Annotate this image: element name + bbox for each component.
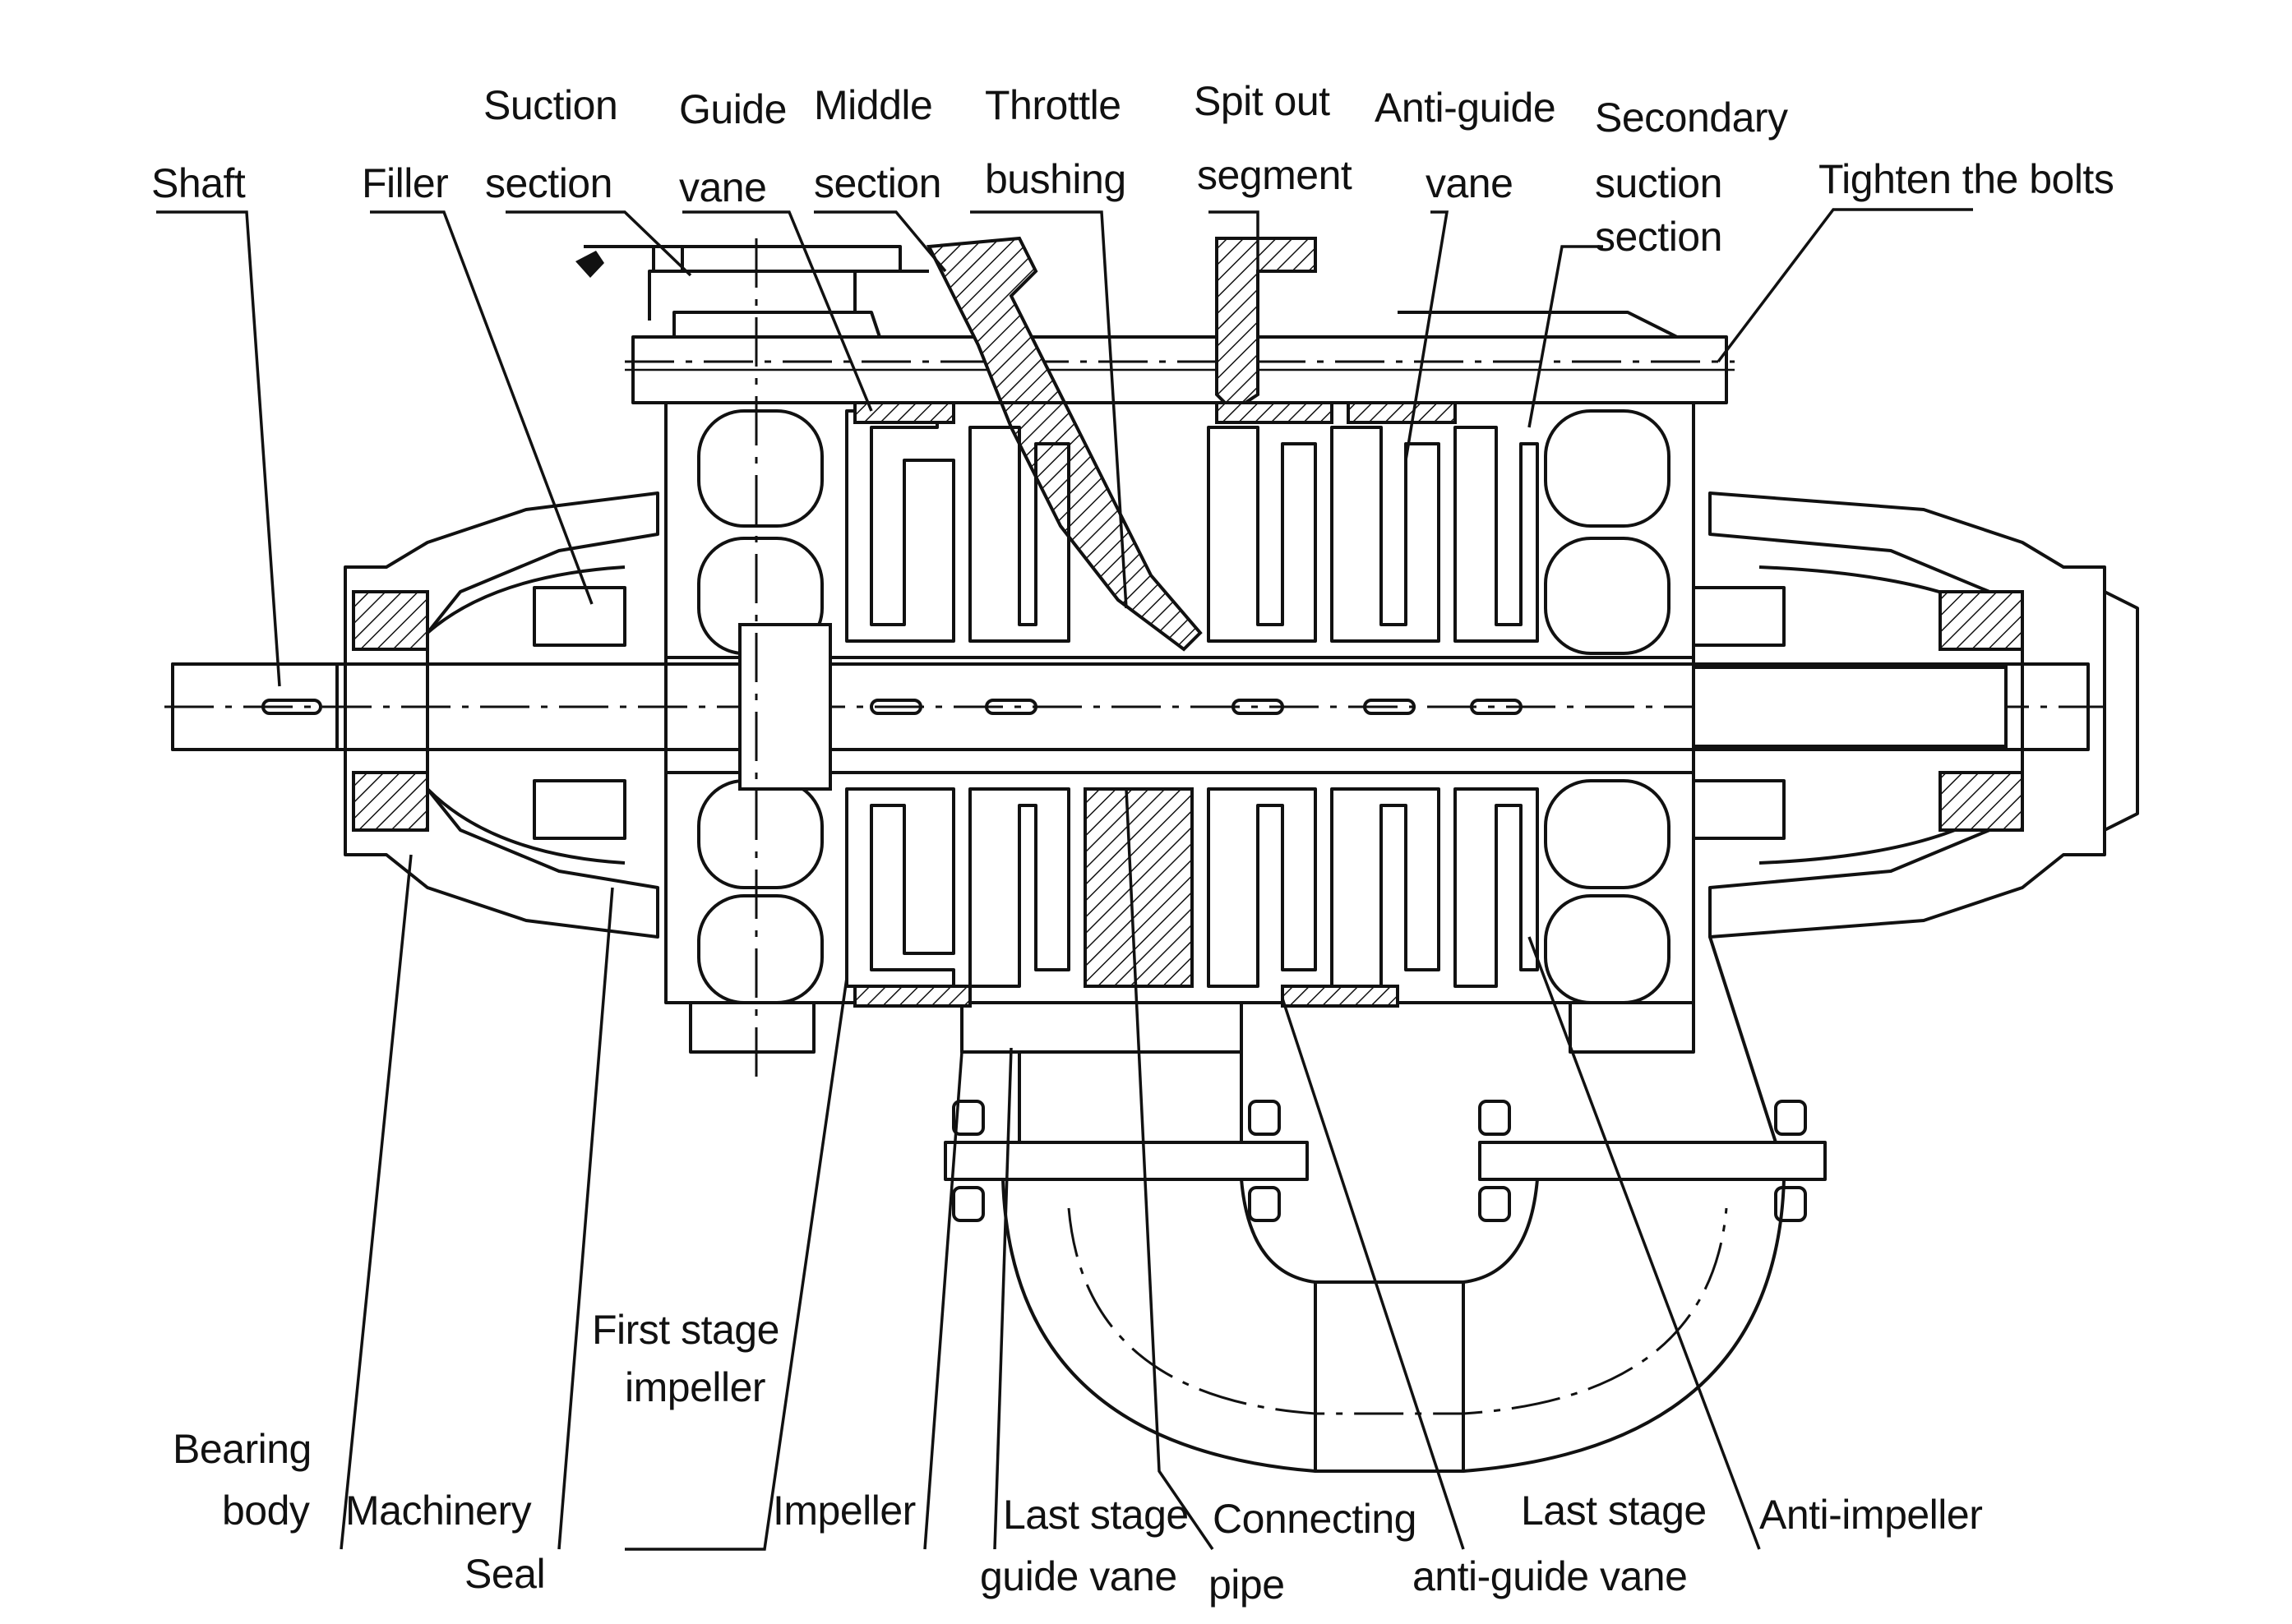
label-anti-impeller: Anti-impeller	[1759, 1492, 1982, 1538]
label-shaft: Shaft	[151, 160, 246, 206]
label-tighten-bolts: Tighten the bolts	[1818, 156, 2114, 202]
labels: Shaft Filler Suction section Guide vane …	[151, 78, 2114, 1608]
label-guide-vane-2: vane	[679, 164, 766, 210]
label-guide-vane-1: Guide	[679, 86, 787, 132]
left-bearing-body	[344, 491, 659, 939]
label-middle-section-1: Middle	[814, 82, 932, 128]
leader-lines	[156, 208, 1973, 1551]
label-anti-guide-vane-1: Anti-guide	[1375, 85, 1555, 131]
shaft-body	[164, 238, 2105, 1085]
label-last-stage-anti-guide-vane-1: Last stage	[1521, 1488, 1707, 1534]
impeller-stages-bottom	[845, 787, 1539, 1008]
upper-casing	[575, 245, 1735, 404]
label-connecting-pipe-2: pipe	[1208, 1562, 1285, 1608]
label-secondary-suction-1: Secondary	[1595, 95, 1788, 141]
label-last-stage-guide-vane-1: Last stage	[1003, 1492, 1189, 1538]
label-anti-guide-vane-2: vane	[1426, 160, 1513, 206]
right-bearing-body	[1692, 491, 2139, 939]
label-suction-section-1: Suction	[483, 82, 617, 128]
label-suction-section-2: section	[485, 160, 612, 206]
label-throttle-bushing-2: bushing	[985, 156, 1126, 202]
label-machinery-seal-1: Machinery	[345, 1488, 532, 1534]
label-impeller: Impeller	[773, 1488, 916, 1534]
label-bearing-body-2: body	[222, 1488, 310, 1534]
label-machinery-seal-2: Seal	[464, 1551, 545, 1597]
label-last-stage-guide-vane-2: guide vane	[980, 1553, 1177, 1599]
spit-out-hatch	[1215, 237, 1317, 413]
label-spit-out-segment-1: Spit out	[1194, 78, 1330, 124]
label-secondary-suction-3: section	[1595, 214, 1722, 260]
label-spit-out-segment-2: segment	[1197, 152, 1352, 198]
label-middle-section-2: section	[814, 160, 941, 206]
label-secondary-suction-2: suction	[1595, 160, 1722, 206]
label-filler: Filler	[362, 160, 448, 206]
flange-bolts	[952, 1100, 1807, 1222]
connecting-pipe-assembly	[944, 936, 1827, 1473]
label-throttle-bushing-1: Throttle	[985, 82, 1121, 128]
label-last-stage-anti-guide-vane-2: anti-guide vane	[1412, 1553, 1687, 1599]
label-first-stage-impeller-1: First stage	[592, 1307, 779, 1353]
pump-drawing	[164, 236, 2139, 1473]
label-connecting-pipe-1: Connecting	[1213, 1496, 1416, 1542]
label-first-stage-impeller-2: impeller	[625, 1364, 765, 1410]
main-casing	[664, 401, 1695, 1054]
impeller-stages-top	[845, 401, 1539, 643]
label-bearing-body-1: Bearing	[173, 1426, 312, 1472]
